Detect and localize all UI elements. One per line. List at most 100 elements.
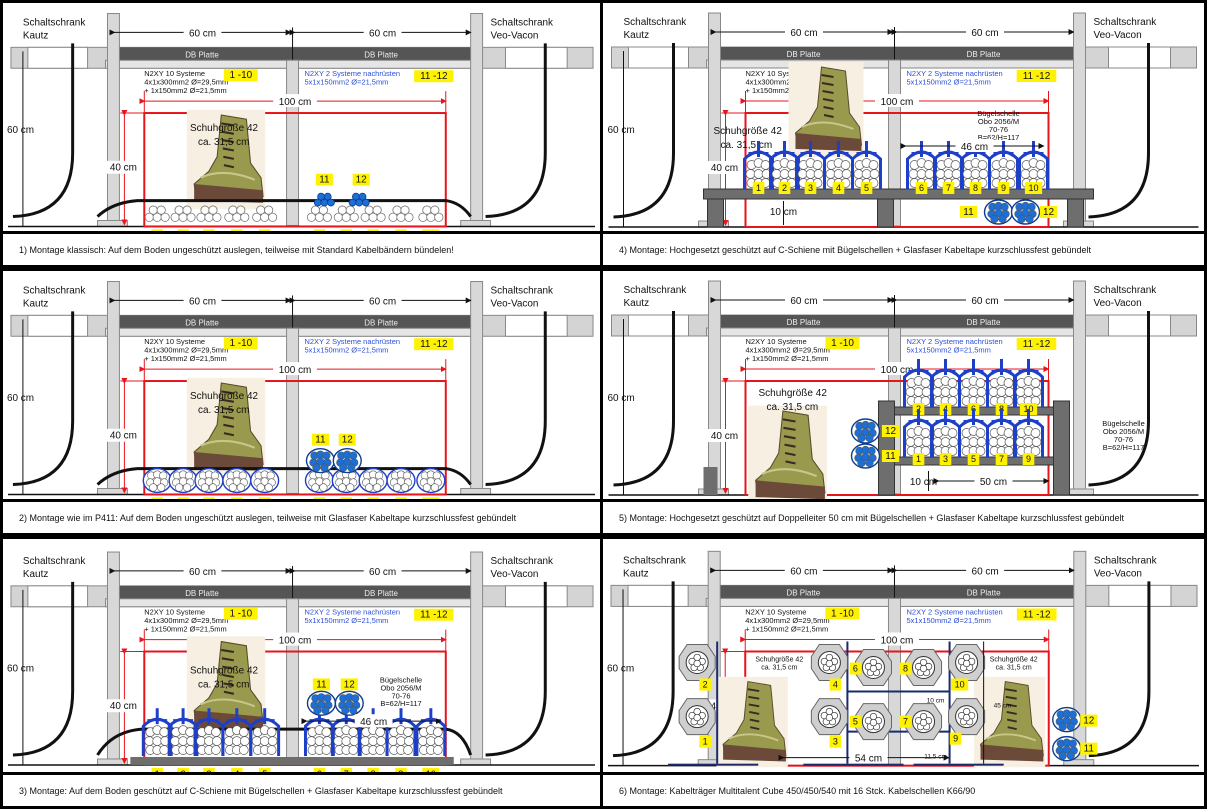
dim-height-zone: 40 cm xyxy=(110,701,137,712)
db-plate-left: DB Platte xyxy=(787,318,821,327)
group-a-line: 4x1x300mm2 Ø=29,5mm xyxy=(746,346,830,355)
cable-bundle-12 xyxy=(1010,199,1041,225)
cable-label-5: 5 xyxy=(262,769,267,772)
cable-label-7: 7 xyxy=(903,717,908,727)
boot-sole xyxy=(755,480,825,499)
group-a-line: N2XY 10 Systeme xyxy=(144,608,205,617)
cable-label-4: 4 xyxy=(833,680,838,690)
cable-core xyxy=(1003,428,1014,438)
dim-span-right-label: 60 cm xyxy=(369,567,396,578)
cable-core xyxy=(432,471,441,480)
cable-core xyxy=(341,706,350,715)
group-b-badge-bg xyxy=(414,338,454,351)
cable-core xyxy=(347,463,356,472)
cable-label-6: 6 xyxy=(317,230,322,231)
cable-core xyxy=(264,205,274,215)
cable-label-1: 1 xyxy=(703,737,708,747)
boot-lace xyxy=(823,106,834,110)
cable-core xyxy=(349,706,358,715)
cable-core xyxy=(339,463,348,472)
slab-opening-right xyxy=(1108,314,1171,337)
support-column xyxy=(1073,280,1086,496)
cable-core xyxy=(186,212,196,222)
boot-lace xyxy=(784,443,796,448)
cable-label-7: 7 xyxy=(946,183,951,193)
db-plate-right: DB Platte xyxy=(967,588,1001,597)
cable-label-6-bg xyxy=(915,182,928,194)
cable-label-5-bg xyxy=(849,715,862,728)
cable-core xyxy=(1017,214,1026,224)
dim-height-total: 60 cm xyxy=(7,393,34,404)
cable-core xyxy=(1031,387,1042,397)
clamp-info-line: Obo 2056/M xyxy=(978,117,1019,126)
clamp-info-line: 70-76 xyxy=(989,125,1008,134)
dim-span-left-label: 60 cm xyxy=(189,567,216,578)
support-column xyxy=(470,13,484,227)
cabinet-left-sub: Kautz xyxy=(623,568,649,579)
dim-cube-height: 45 cm xyxy=(994,703,1012,710)
shoe-length-right: ca. 31,5 cm xyxy=(996,665,1032,672)
shoe-size-right: Schuhgröße 42 xyxy=(990,657,1038,664)
clamp-info-line: Obo 2056/M xyxy=(380,683,421,692)
cable-label-10-bg xyxy=(422,229,440,231)
cable-core xyxy=(869,718,878,727)
boot-lace xyxy=(749,718,760,723)
clamp-info-line: Bügelschelle xyxy=(380,675,422,684)
dim-clamp-span-label-bg xyxy=(354,714,393,728)
clamp-bundle-5 xyxy=(249,708,281,756)
shoe-size-left: Schuhgröße 42 xyxy=(755,657,803,664)
clamp-bundle-2 xyxy=(769,141,800,189)
cable-core xyxy=(317,192,325,201)
cable-core xyxy=(376,212,386,222)
cable-core xyxy=(962,659,971,668)
cable-core xyxy=(144,736,155,746)
dim-clamp-span-label-bg xyxy=(955,139,994,152)
cable-label-3: 3 xyxy=(206,498,211,499)
cable-label-3: 3 xyxy=(206,769,211,772)
cable-label-2-bg xyxy=(177,767,189,772)
cable-core xyxy=(400,483,410,492)
slab-opening-left xyxy=(27,314,89,337)
cable-core xyxy=(240,212,250,222)
cable-label-1: 1 xyxy=(916,454,921,464)
clamp-bundle-10 xyxy=(948,643,986,682)
cabinet-right-name: Schaltschrank xyxy=(491,285,553,296)
cable-core xyxy=(1000,202,1009,212)
cable-label-8-bg xyxy=(367,767,379,772)
slab-opening-right xyxy=(1108,584,1172,607)
cable-label-12-bg xyxy=(881,425,900,437)
cable-core xyxy=(319,483,328,492)
cable-core xyxy=(433,736,444,746)
cable-core xyxy=(948,387,959,397)
cable-label-8: 8 xyxy=(371,498,376,499)
cable-core xyxy=(327,198,335,207)
cable-core xyxy=(865,433,874,443)
support-column xyxy=(286,598,300,765)
cable-core xyxy=(1030,428,1041,438)
cable-core xyxy=(396,736,406,746)
group-a-badge-bg xyxy=(825,337,860,349)
cable-label-2-bg xyxy=(177,497,189,499)
clamp-bundle-9 xyxy=(948,698,986,736)
cable-core xyxy=(1003,378,1014,388)
cable-core xyxy=(404,736,414,746)
cable-core xyxy=(259,736,270,746)
cable-label-7-bg xyxy=(340,497,353,499)
boot-lace xyxy=(222,147,235,152)
boot-lace xyxy=(1005,695,1017,700)
cable-core xyxy=(924,169,935,179)
cable-core xyxy=(920,378,931,388)
ladder-post-right xyxy=(1053,400,1070,496)
cable-label-11: 11 xyxy=(963,207,974,218)
dim-span-left-label-bg xyxy=(183,25,222,39)
group-a-line: 4x1x300mm2 Ø=29,5mm xyxy=(746,78,830,87)
cable-from-left-cabinet xyxy=(613,43,675,219)
shoe-length: ca. 31,5 cm xyxy=(198,679,249,690)
cable-core xyxy=(267,736,278,746)
group-a-line: + 1x150mm2 Ø=21,5mm xyxy=(745,624,828,633)
panel-6-drawing: SchaltschrankKautzSchaltschrankVeo-Vacon… xyxy=(607,550,1199,768)
clamp-bundle-4 xyxy=(221,708,253,756)
